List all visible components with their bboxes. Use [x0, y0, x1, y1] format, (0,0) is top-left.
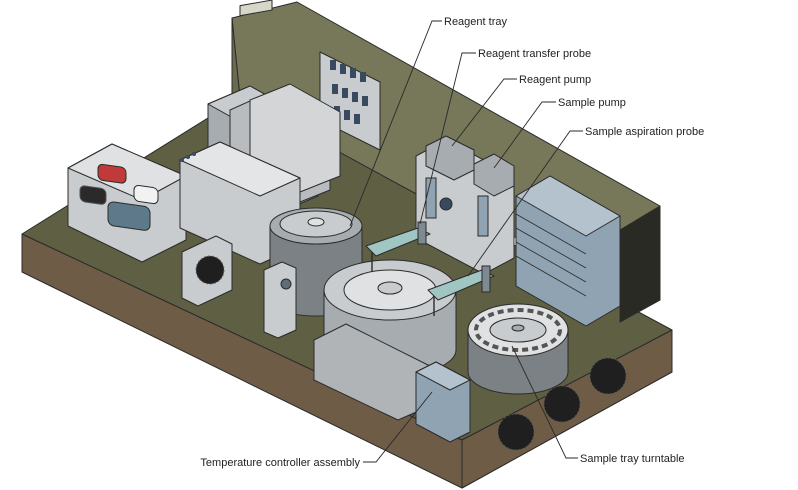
reaction-carousel: [323, 259, 457, 377]
leader-reagent-tray: [349, 20, 442, 227]
label-sample-tray-turntable: Sample tray turntable: [580, 453, 685, 465]
label-temperature-controller-assembly: Temperature controller assembly: [200, 457, 360, 469]
right-cooling-stack: [515, 175, 621, 327]
display-screen: [107, 201, 151, 231]
pump-assembly: [415, 135, 515, 275]
label-sample-aspiration-probe: Sample aspiration probe: [585, 126, 704, 138]
sample-tray-turntable: [467, 303, 569, 395]
front-grille-2: [543, 385, 581, 423]
leader-temperature-controller: [363, 391, 433, 463]
power-supply-stack: [207, 83, 341, 215]
leader-lines: [349, 20, 583, 463]
label-reagent-pump: Reagent pump: [519, 74, 591, 86]
wall-vent-2: [239, 0, 273, 17]
temperature-controller-assembly: [415, 361, 471, 443]
detector-module: [263, 261, 297, 339]
sample-pump-block: [473, 153, 515, 197]
leader-sample-aspiration-probe: [467, 130, 583, 277]
white-button: [133, 184, 159, 205]
label-reagent-transfer-probe: Reagent transfer probe: [478, 48, 591, 60]
leader-reagent-transfer-probe: [419, 52, 476, 225]
leader-sample-pump: [493, 101, 556, 169]
front-grille-3: [589, 357, 627, 395]
fan-unit: [181, 235, 233, 307]
red-indicator: [97, 163, 127, 184]
leader-sample-tray-turntable: [511, 345, 578, 459]
reagent-transfer-probe: [365, 221, 431, 272]
black-indicator: [79, 185, 107, 205]
sample-aspiration-probe: [427, 265, 495, 316]
front-grilles: [497, 357, 627, 451]
label-sample-pump: Sample pump: [558, 97, 626, 109]
front-grille-1: [497, 413, 535, 451]
fan-grille: [195, 255, 225, 285]
leader-reagent-pump: [451, 78, 517, 147]
label-reagent-tray: Reagent tray: [444, 16, 507, 28]
